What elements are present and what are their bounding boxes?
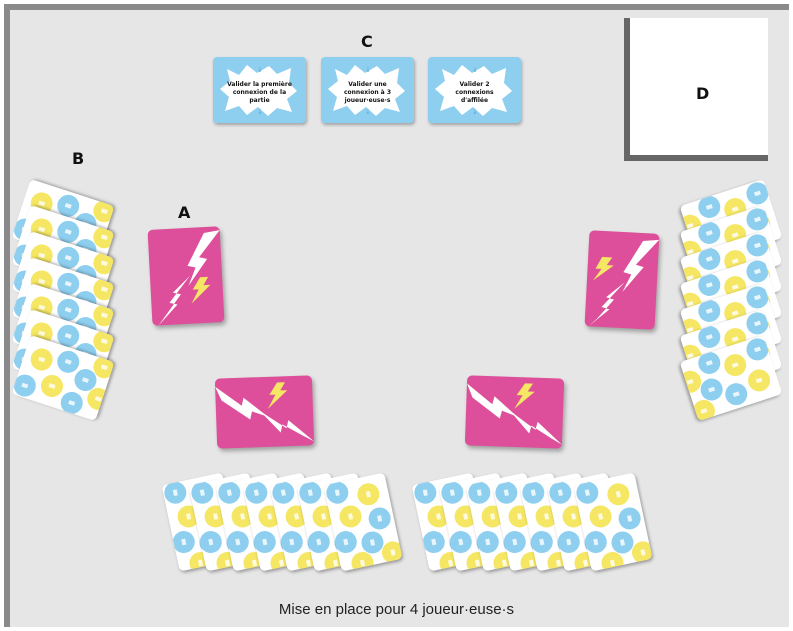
svg-text:↓: ↓ — [472, 108, 478, 116]
power-card-bottom-right — [464, 375, 565, 449]
hand-left-card-7 — [11, 334, 115, 422]
objective-text-2: Valider une connexion à 3 joueur·euse·s — [343, 81, 391, 104]
svg-text:↓: ↓ — [472, 66, 478, 74]
power-card-left — [147, 226, 225, 326]
objective-card-3: ↓ ↓ Valider 2 connexions d'affilée — [428, 57, 521, 123]
objective-text-1: Valider la première connexion de la part… — [227, 81, 292, 104]
svg-text:↓: ↓ — [365, 108, 371, 116]
objective-text-3: Valider 2 connexions d'affilée — [455, 81, 494, 104]
svg-text:↓: ↓ — [365, 66, 371, 74]
label-b: B — [72, 149, 85, 168]
caption: Mise en place pour 4 joueur·euse·s — [278, 601, 515, 618]
zone-d-discard: D — [624, 18, 768, 161]
hand-right-card-7 — [679, 334, 783, 422]
label-d: D — [696, 84, 710, 103]
power-card-right — [584, 230, 660, 330]
label-a: A — [178, 203, 191, 222]
objective-card-2: ↓ ↓ Valider une connexion à 3 joueur·euse… — [321, 57, 414, 123]
svg-text:↓: ↓ — [257, 108, 263, 116]
svg-text:↓: ↓ — [257, 66, 263, 74]
hand-bottom-right-card-7 — [573, 472, 653, 572]
power-card-bottom-left — [214, 375, 315, 449]
objective-card-1: ↓ ↓ Valider la première connexion de la p… — [213, 57, 306, 123]
label-c: C — [361, 32, 373, 51]
